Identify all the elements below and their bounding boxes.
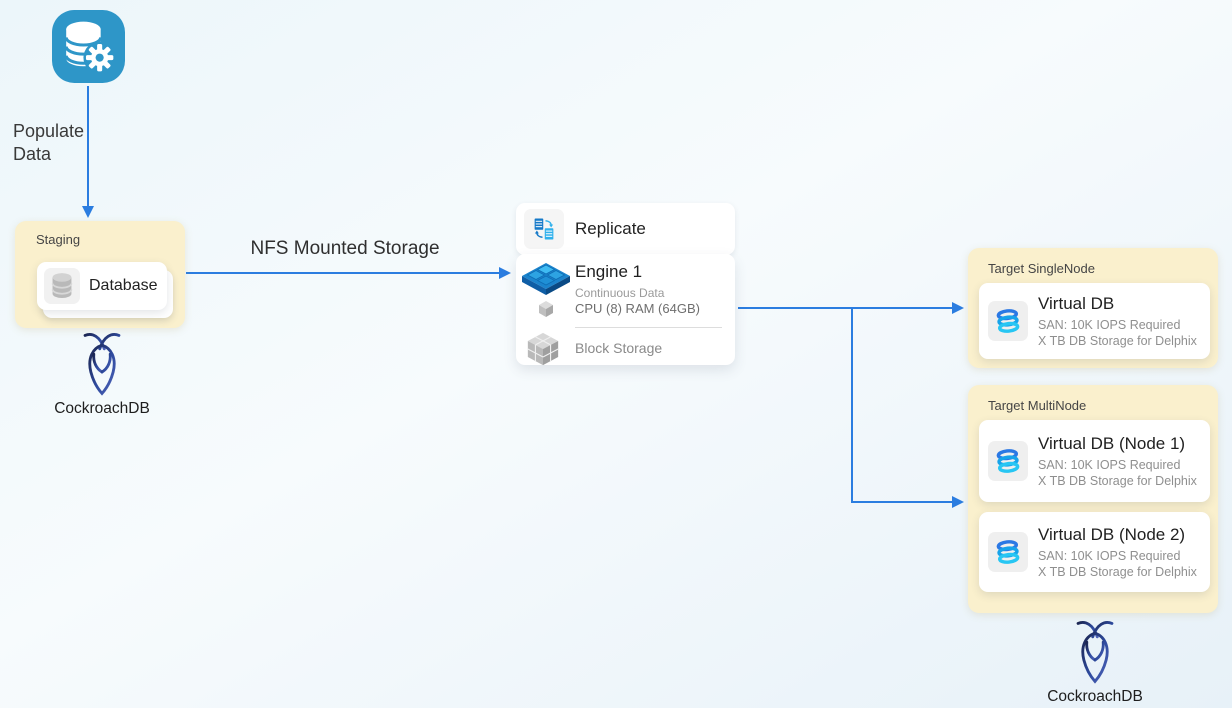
engine-to-multi-arrow bbox=[851, 308, 952, 503]
cockroachdb-logo-left: CockroachDB bbox=[42, 331, 162, 418]
virtual-db-icon-tile bbox=[988, 441, 1028, 481]
virtual-db-node2-san: SAN: 10K IOPS Required bbox=[1038, 548, 1181, 563]
target-multinode-title: Target MultiNode bbox=[988, 398, 1087, 413]
virtual-db-icon-tile bbox=[988, 532, 1028, 572]
engine-cubes-icon bbox=[522, 263, 570, 317]
populate-data-label: Populate Data bbox=[13, 121, 85, 164]
virtual-db-card-node1: Virtual DB (Node 1) SAN: 10K IOPS Requir… bbox=[979, 420, 1210, 502]
target-singlenode-title: Target SingleNode bbox=[988, 261, 1095, 276]
cockroachdb-label-right: CockroachDB bbox=[1047, 688, 1143, 705]
replicate-icon-tile bbox=[524, 209, 564, 249]
replicate-card: Replicate bbox=[516, 203, 735, 255]
cockroachdb-label-left: CockroachDB bbox=[54, 400, 150, 417]
database-card-label: Database bbox=[89, 277, 158, 294]
virtual-db-title: Virtual DB bbox=[1038, 293, 1115, 313]
virtual-db-icon-tile bbox=[988, 301, 1028, 341]
virtual-db-card-single: Virtual DB SAN: 10K IOPS Required X TB D… bbox=[979, 283, 1210, 359]
engine-specs: CPU (8) RAM (64GB) bbox=[575, 301, 700, 316]
virtual-db-node1-title: Virtual DB (Node 1) bbox=[1038, 433, 1186, 453]
engine-divider bbox=[575, 327, 722, 328]
database-cylinder-icon bbox=[51, 273, 73, 298]
replicate-sync-icon bbox=[534, 218, 554, 240]
virtual-db-cylinder-icon bbox=[996, 309, 1020, 333]
virtual-db-san: SAN: 10K IOPS Required bbox=[1038, 317, 1181, 332]
database-icon-tile bbox=[44, 268, 80, 304]
virtual-db-cylinder-icon bbox=[996, 540, 1020, 564]
staging-title: Staging bbox=[36, 232, 81, 247]
virtual-db-storage: X TB DB Storage for Delphix bbox=[1038, 333, 1197, 348]
virtual-db-card-node2: Virtual DB (Node 2) SAN: 10K IOPS Requir… bbox=[979, 512, 1210, 592]
cockroachdb-logo-icon bbox=[83, 333, 121, 396]
single-arrowhead bbox=[952, 302, 964, 314]
replicate-label: Replicate bbox=[575, 219, 646, 238]
nfs-arrowhead bbox=[499, 267, 511, 279]
database-card: Database bbox=[37, 262, 167, 310]
populate-arrowhead bbox=[82, 206, 94, 218]
engine-subtitle: Continuous Data bbox=[575, 286, 665, 300]
virtual-db-node1-storage: X TB DB Storage for Delphix bbox=[1038, 473, 1197, 488]
cockroachdb-logo-right: CockroachDB bbox=[1035, 619, 1155, 706]
engine-title: Engine 1 bbox=[575, 262, 643, 281]
virtual-db-node2-title: Virtual DB (Node 2) bbox=[1038, 524, 1186, 544]
virtual-db-node2-storage: X TB DB Storage for Delphix bbox=[1038, 564, 1197, 579]
nfs-mounted-storage-label: NFS Mounted Storage bbox=[250, 238, 440, 259]
cockroachdb-logo-icon bbox=[1076, 621, 1114, 684]
multi-arrowhead bbox=[952, 496, 964, 508]
virtual-db-cylinder-icon bbox=[996, 449, 1020, 473]
virtual-db-node1-san: SAN: 10K IOPS Required bbox=[1038, 457, 1181, 472]
database-gear-icon bbox=[52, 10, 125, 83]
block-storage-label: Block Storage bbox=[575, 340, 663, 356]
block-storage-cubes-icon bbox=[527, 332, 559, 366]
